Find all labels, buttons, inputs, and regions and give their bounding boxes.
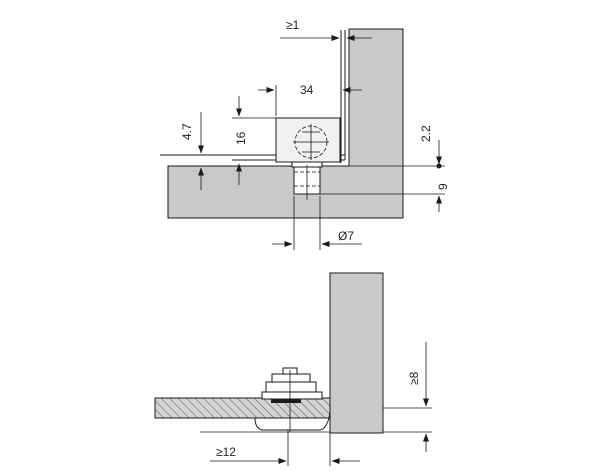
dim-offset-label: 4.7 bbox=[180, 123, 194, 140]
dim-glass-label: 2.2 bbox=[419, 125, 433, 142]
dim-width-label: 34 bbox=[300, 83, 314, 97]
dim-height-label: 16 bbox=[234, 131, 248, 145]
dim-min-height-label: ≥8 bbox=[407, 371, 421, 385]
dim-pin-diameter-label: Ø7 bbox=[338, 229, 354, 243]
dim-pin-length-label: 9 bbox=[436, 183, 450, 190]
glass-shelf bbox=[154, 397, 331, 419]
dim-min-gap-label: ≥1 bbox=[286, 18, 300, 32]
bottom-view: ≥8 ≥12 bbox=[154, 272, 432, 466]
clamp-support bbox=[254, 411, 331, 431]
top-view: ≥1 34 16 4.7 2.2 9 Ø7 bbox=[160, 18, 450, 250]
dim-min-distance-label: ≥12 bbox=[216, 445, 236, 459]
support-body bbox=[275, 117, 341, 163]
side-panel bbox=[329, 272, 384, 434]
